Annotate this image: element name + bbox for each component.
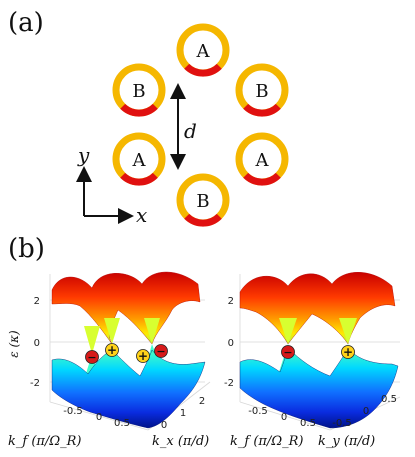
site-ring: B bbox=[176, 173, 230, 227]
plus-marker: + bbox=[341, 345, 355, 359]
energy-axis-label: ε (κ) bbox=[7, 330, 21, 358]
kx-tick-label: 2 bbox=[199, 396, 205, 407]
svg-text:+: + bbox=[343, 345, 353, 359]
dirac-cone bbox=[144, 318, 160, 344]
site-label: B bbox=[132, 81, 145, 102]
kx-axis-label: k_x (π/d) bbox=[152, 434, 209, 449]
z-tick-label: 0 bbox=[228, 338, 234, 349]
distance-label: d bbox=[184, 119, 197, 143]
panel-a-label: (a) bbox=[8, 8, 44, 38]
svg-text:+: + bbox=[138, 349, 148, 363]
z-tick-label: 0 bbox=[34, 338, 40, 349]
z-tick-label: -2 bbox=[30, 378, 40, 389]
minus-marker: − bbox=[154, 344, 168, 358]
left-band-plot: − + + − 2 0 -2 ε (κ) -0.5 0 0.5 0 1 2 k_… bbox=[7, 271, 211, 449]
site-ring: B bbox=[112, 63, 166, 117]
svg-text:+: + bbox=[107, 343, 117, 357]
svg-text:−: − bbox=[87, 351, 96, 364]
right-band-plot: − + 2 0 -2 -0.5 0 0.5 -0.5 0 0.5 k_f (π/… bbox=[224, 272, 401, 449]
site-label: A bbox=[132, 150, 147, 171]
z-tick-label: 2 bbox=[34, 296, 40, 307]
kf-axis-label: k_f (π/Ω_R) bbox=[230, 434, 303, 449]
dirac-cone bbox=[84, 326, 100, 354]
kf-tick-label: -0.5 bbox=[63, 406, 83, 417]
dirac-cone bbox=[339, 318, 357, 344]
kf-tick-label: 0 bbox=[96, 412, 102, 423]
ky-tick-label: 0.5 bbox=[381, 394, 397, 405]
kf-tick-label: 0.5 bbox=[114, 418, 130, 429]
minus-marker: − bbox=[85, 350, 99, 364]
dirac-cone bbox=[279, 318, 297, 344]
site-ring: A bbox=[112, 132, 166, 186]
site-ring: A bbox=[235, 132, 289, 186]
band-structure-plots: − + + − 2 0 -2 ε (κ) -0.5 0 0.5 0 1 2 k_… bbox=[7, 271, 401, 449]
ky-tick-label: -0.5 bbox=[332, 418, 352, 429]
x-axis-label: x bbox=[136, 203, 147, 227]
panel-b-label: (b) bbox=[8, 234, 45, 264]
site-label: B bbox=[255, 81, 268, 102]
ky-tick-label: 0 bbox=[363, 406, 369, 417]
z-tick-label: 2 bbox=[228, 296, 234, 307]
site-ring: A bbox=[176, 23, 230, 77]
upper-band-surface bbox=[239, 272, 396, 345]
kx-tick-label: 1 bbox=[180, 408, 186, 419]
svg-text:−: − bbox=[283, 346, 292, 359]
upper-band-surface bbox=[51, 271, 201, 345]
kf-tick-label: -0.5 bbox=[248, 406, 268, 417]
plus-marker: + bbox=[105, 343, 119, 357]
site-label: A bbox=[196, 41, 211, 62]
svg-text:−: − bbox=[156, 345, 165, 358]
minus-marker: − bbox=[281, 345, 295, 359]
dirac-cone bbox=[104, 318, 120, 344]
z-tick-label: -2 bbox=[224, 378, 234, 389]
plus-marker: + bbox=[136, 349, 150, 363]
kx-tick-label: 0 bbox=[161, 420, 167, 431]
ky-axis-label: k_y (π/d) bbox=[318, 434, 375, 449]
kf-tick-label: 0.5 bbox=[300, 418, 316, 429]
site-label: B bbox=[196, 191, 209, 212]
kf-axis-label: k_f (π/Ω_R) bbox=[8, 434, 81, 449]
lattice-diagram: A B B A A B d y x bbox=[76, 23, 289, 227]
site-ring: B bbox=[235, 63, 289, 117]
site-label: A bbox=[255, 150, 270, 171]
y-axis-label: y bbox=[77, 143, 90, 167]
kf-tick-label: 0 bbox=[281, 412, 287, 423]
lower-band-surface bbox=[51, 349, 206, 429]
